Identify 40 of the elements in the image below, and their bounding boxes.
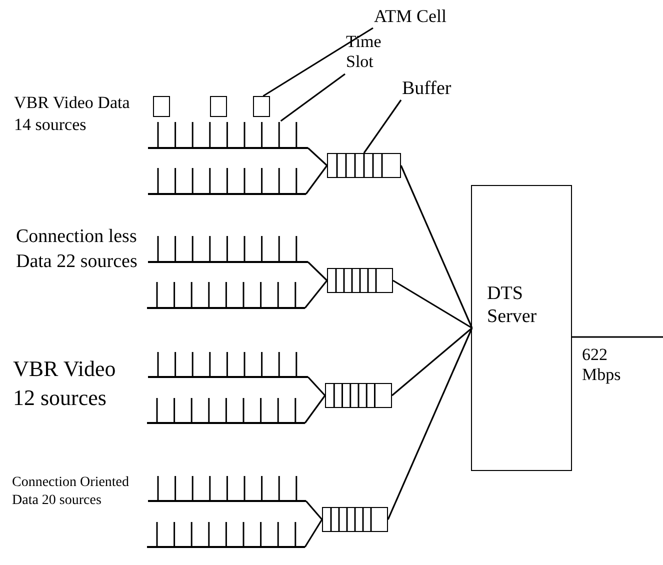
server-label: DTS Server bbox=[487, 283, 538, 329]
source-label: Connection Oriented Data 20 sources bbox=[12, 474, 130, 510]
connector-line bbox=[307, 261, 328, 282]
leader-line bbox=[363, 100, 402, 154]
output-line bbox=[572, 336, 663, 338]
buffer-queue bbox=[327, 153, 401, 178]
connector-line bbox=[305, 165, 328, 194]
time-slot-line bbox=[148, 167, 306, 195]
connector-line bbox=[400, 165, 473, 328]
connector-line bbox=[391, 327, 473, 396]
callout-label: Time Slot bbox=[346, 32, 396, 76]
callout-label: Buffer bbox=[402, 78, 472, 102]
time-slot-line bbox=[148, 475, 306, 502]
buffer-queue bbox=[322, 507, 388, 532]
connector-line bbox=[304, 519, 323, 548]
connector-line bbox=[387, 328, 473, 520]
callout-label: ATM Cell bbox=[374, 6, 474, 30]
server-box bbox=[471, 185, 572, 471]
connector-line bbox=[307, 147, 328, 166]
time-slot-line bbox=[148, 121, 308, 149]
source-label: Connection less Data 22 sources bbox=[16, 225, 138, 274]
atm-cell bbox=[153, 96, 170, 117]
connector-line bbox=[307, 376, 326, 396]
time-slot-line bbox=[147, 397, 305, 424]
atm-cell bbox=[210, 96, 227, 117]
source-label: VBR Video 12 sources bbox=[13, 355, 117, 412]
time-slot-line bbox=[148, 235, 308, 263]
connector-line bbox=[304, 280, 328, 308]
connector-line bbox=[304, 395, 326, 424]
source-label: VBR Video Data 14 sources bbox=[14, 92, 131, 136]
atm-cell bbox=[253, 96, 270, 117]
time-slot-line bbox=[148, 351, 308, 378]
leader-line bbox=[280, 73, 346, 122]
time-slot-line bbox=[147, 521, 305, 548]
connector-line bbox=[305, 500, 323, 520]
buffer-queue bbox=[325, 383, 392, 408]
time-slot-line bbox=[147, 281, 305, 309]
leader-line bbox=[262, 27, 374, 97]
connector-line bbox=[392, 280, 472, 329]
buffer-queue bbox=[327, 268, 393, 293]
